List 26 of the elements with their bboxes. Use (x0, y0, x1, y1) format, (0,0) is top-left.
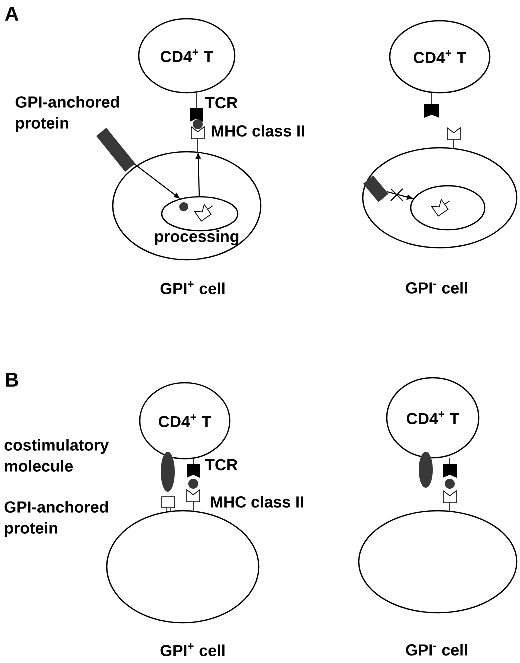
vesicle-outline (410, 185, 486, 231)
arrow (134, 164, 180, 199)
receptor-symbol (443, 490, 457, 512)
arrow (196, 153, 202, 198)
part-label: costimulatory molecule (4, 439, 110, 472)
part-label: GPI$^{-}$ cell (406, 644, 468, 656)
part-label: MHC class II (212, 125, 304, 137)
receptor-symbol (447, 127, 461, 150)
panel-letter: A (5, 7, 19, 21)
part-label: processing (155, 230, 239, 246)
panel-letter: B (6, 373, 18, 387)
molecule-oval (419, 452, 433, 488)
receptor-symbol (424, 92, 440, 118)
part-label: MHC class II (211, 496, 304, 508)
protein-bar (363, 176, 389, 202)
part-label: GPI$^{-}$ cell (406, 282, 468, 294)
receptor-symbol (443, 458, 457, 478)
part-label: GPI-anchored protein (4, 501, 108, 538)
protein-box (162, 496, 176, 512)
arrow (386, 191, 413, 200)
part-label: GPI$^{+}$ cell (160, 644, 225, 656)
part-label: GPI$^{+}$ cell (160, 282, 225, 294)
part-label: GPI-anchored protein (16, 96, 120, 132)
molecule-oval (161, 452, 175, 492)
part-label: TCR (205, 97, 238, 109)
part-label: TCR (205, 459, 238, 471)
